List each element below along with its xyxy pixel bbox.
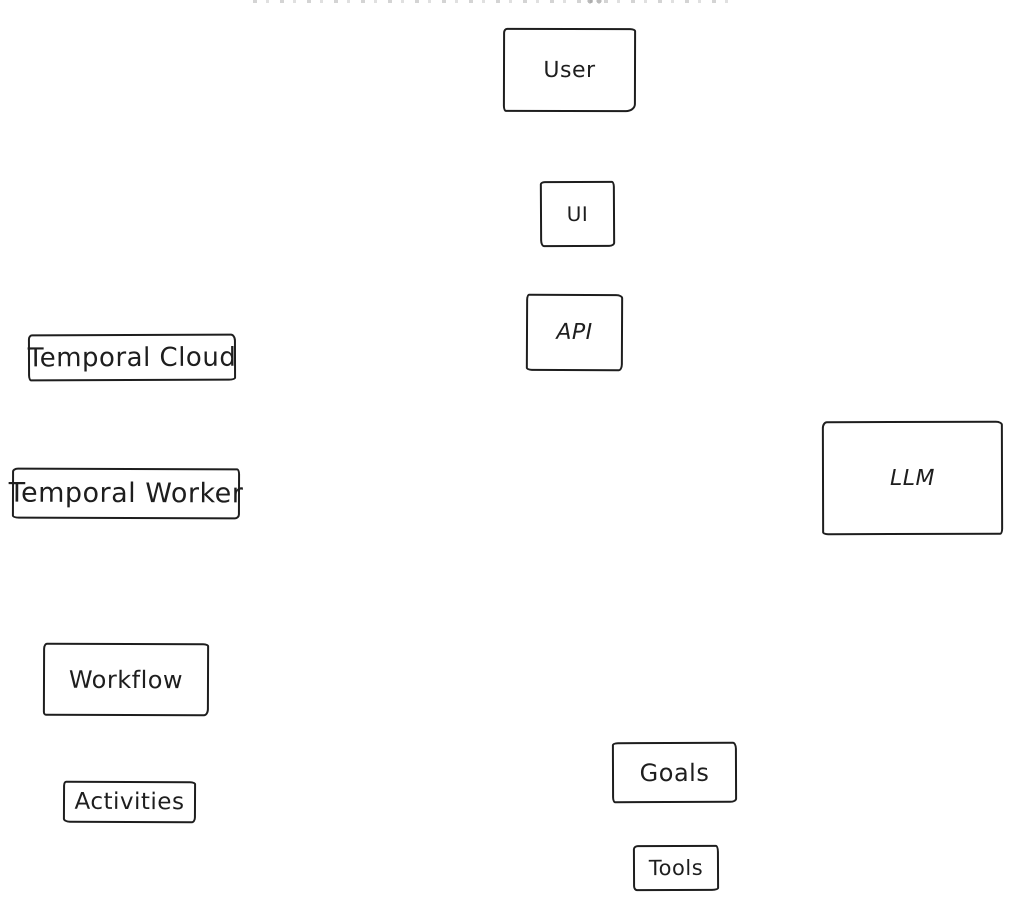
node-temporal-worker[interactable]: Temporal Worker bbox=[9, 467, 243, 520]
node-activities[interactable]: Activities bbox=[62, 780, 197, 824]
node-ui[interactable]: UI bbox=[539, 180, 616, 248]
node-llm-label: LLM bbox=[889, 465, 936, 491]
node-user[interactable]: User bbox=[502, 27, 637, 113]
node-user-label: User bbox=[543, 57, 596, 83]
node-temporal-cloud-label: Temporal Cloud bbox=[27, 342, 237, 373]
node-api[interactable]: API bbox=[525, 293, 624, 372]
node-temporal-worker-label: Temporal Worker bbox=[8, 477, 244, 510]
node-tools-label: Tools bbox=[648, 855, 704, 881]
node-tools[interactable]: Tools bbox=[632, 844, 720, 892]
node-api-label: API bbox=[556, 319, 593, 346]
node-goals-label: Goals bbox=[639, 758, 710, 787]
node-goals[interactable]: Goals bbox=[611, 741, 738, 804]
node-activities-label: Activities bbox=[74, 788, 185, 816]
node-workflow-label: Workflow bbox=[68, 665, 184, 694]
cropped-title-remnant bbox=[253, 0, 735, 6]
node-workflow[interactable]: Workflow bbox=[42, 642, 210, 717]
node-ui-label: UI bbox=[566, 201, 589, 227]
node-llm[interactable]: LLM bbox=[821, 420, 1004, 536]
node-temporal-cloud[interactable]: Temporal Cloud bbox=[27, 333, 237, 382]
